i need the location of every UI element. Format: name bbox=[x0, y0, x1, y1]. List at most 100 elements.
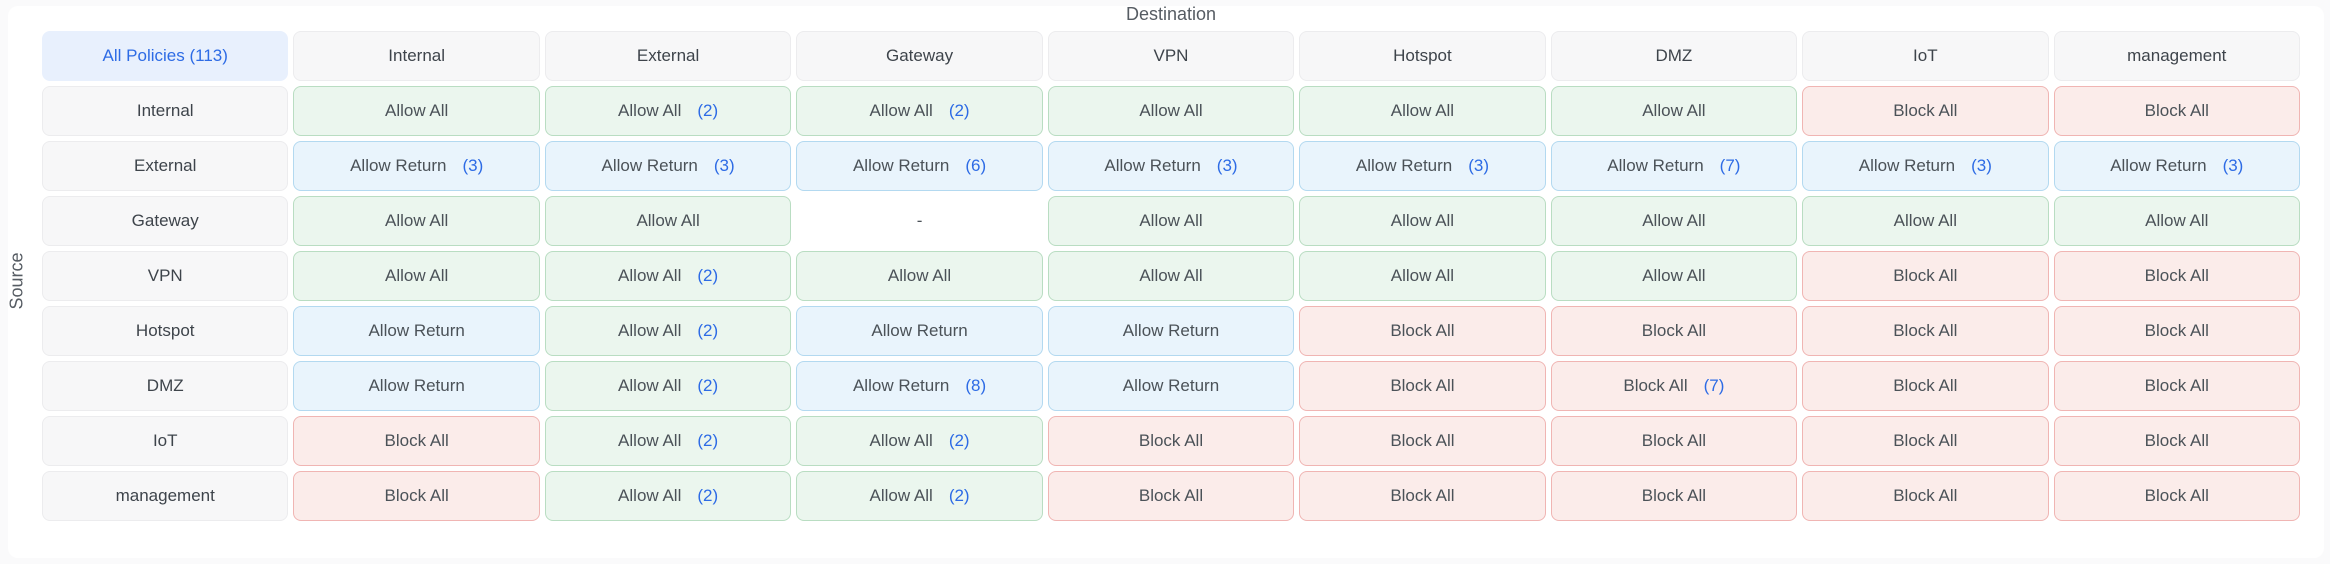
policy-cell-external-vpn[interactable]: Allow Return(3) bbox=[1047, 141, 1295, 191]
policy-cell-gateway-hotspot[interactable]: Allow All bbox=[1299, 196, 1546, 246]
policy-cell-external-external[interactable]: Allow Return(3) bbox=[544, 141, 792, 191]
row-header-iot[interactable]: IoT bbox=[42, 416, 289, 466]
row-header-internal[interactable]: Internal bbox=[42, 86, 289, 136]
policy-cell-management-internal[interactable]: Block All bbox=[293, 471, 540, 521]
policy-cell-dmz-iot[interactable]: Block All bbox=[1802, 361, 2049, 411]
policy-cell-iot-hotspot[interactable]: Block All bbox=[1299, 416, 1546, 466]
policy-cell-external-internal[interactable]: Allow Return(3) bbox=[293, 141, 540, 191]
policy-cell-management-gateway[interactable]: Allow All(2) bbox=[796, 471, 1043, 521]
policy-label: Allow Return bbox=[852, 156, 950, 175]
policy-label: Allow Return bbox=[368, 321, 465, 340]
policy-label: Allow Return bbox=[2110, 156, 2207, 175]
policy-count: (2) bbox=[697, 431, 719, 450]
column-header-iot[interactable]: IoT bbox=[1802, 31, 2049, 81]
policy-cell-hotspot-dmz[interactable]: Block All bbox=[1550, 306, 1798, 356]
policy-label: Block All bbox=[1893, 321, 1958, 340]
policy-cell-hotspot-internal[interactable]: Allow Return bbox=[293, 306, 540, 356]
policy-cell-hotspot-iot[interactable]: Block All bbox=[1802, 306, 2049, 356]
column-header-gateway[interactable]: Gateway bbox=[796, 31, 1043, 81]
policy-label: Allow All bbox=[618, 321, 682, 340]
policy-cell-dmz-external[interactable]: Allow All(2) bbox=[544, 361, 792, 411]
policy-cell-iot-vpn[interactable]: Block All bbox=[1047, 416, 1295, 466]
policy-label: Block All bbox=[2144, 431, 2209, 450]
policy-cell-hotspot-management[interactable]: Block All bbox=[2053, 306, 2300, 356]
policy-cell-management-external[interactable]: Allow All(2) bbox=[544, 471, 792, 521]
policy-cell-vpn-hotspot[interactable]: Allow All bbox=[1299, 251, 1546, 301]
policy-cell-dmz-hotspot[interactable]: Block All bbox=[1299, 361, 1546, 411]
policy-cell-vpn-internal[interactable]: Allow All bbox=[293, 251, 540, 301]
policy-cell-vpn-iot[interactable]: Block All bbox=[1802, 251, 2049, 301]
column-header-management[interactable]: management bbox=[2053, 31, 2300, 81]
policy-cell-hotspot-gateway[interactable]: Allow Return bbox=[796, 306, 1043, 356]
policy-cell-management-dmz[interactable]: Block All bbox=[1550, 471, 1798, 521]
policy-cell-vpn-external[interactable]: Allow All(2) bbox=[544, 251, 792, 301]
row-header-external[interactable]: External bbox=[42, 141, 289, 191]
all-policies-button[interactable]: All Policies (113) bbox=[42, 31, 289, 81]
policy-cell-external-hotspot[interactable]: Allow Return(3) bbox=[1299, 141, 1546, 191]
policy-count: (7) bbox=[1719, 156, 1741, 175]
policy-cell-gateway-internal[interactable]: Allow All bbox=[293, 196, 540, 246]
column-header-vpn[interactable]: VPN bbox=[1047, 31, 1295, 81]
policy-cell-gateway-dmz[interactable]: Allow All bbox=[1550, 196, 1798, 246]
policy-cell-internal-internal[interactable]: Allow All bbox=[293, 86, 540, 136]
policy-cell-iot-dmz[interactable]: Block All bbox=[1550, 416, 1798, 466]
policy-label: Allow All bbox=[887, 266, 952, 285]
policy-cell-external-iot[interactable]: Allow Return(3) bbox=[1802, 141, 2049, 191]
policy-cell-dmz-dmz[interactable]: Block All(7) bbox=[1550, 361, 1798, 411]
policy-cell-external-dmz[interactable]: Allow Return(7) bbox=[1550, 141, 1798, 191]
policy-cell-iot-gateway[interactable]: Allow All(2) bbox=[796, 416, 1043, 466]
row-header-vpn[interactable]: VPN bbox=[42, 251, 289, 301]
policy-cell-dmz-management[interactable]: Block All bbox=[2053, 361, 2300, 411]
policy-cell-hotspot-hotspot[interactable]: Block All bbox=[1299, 306, 1546, 356]
row-header-dmz[interactable]: DMZ bbox=[42, 361, 289, 411]
policy-label: Block All bbox=[2144, 321, 2209, 340]
policy-cell-internal-external[interactable]: Allow All(2) bbox=[544, 86, 792, 136]
policy-cell-management-vpn[interactable]: Block All bbox=[1047, 471, 1295, 521]
policy-label: Block All bbox=[2144, 486, 2209, 505]
column-header-internal[interactable]: Internal bbox=[293, 31, 540, 81]
policy-cell-internal-management[interactable]: Block All bbox=[2053, 86, 2300, 136]
policy-cell-management-iot[interactable]: Block All bbox=[1802, 471, 2049, 521]
policy-count: (2) bbox=[697, 101, 719, 120]
policy-cell-management-management[interactable]: Block All bbox=[2053, 471, 2300, 521]
policy-cell-vpn-management[interactable]: Block All bbox=[2053, 251, 2300, 301]
policy-cell-dmz-vpn[interactable]: Allow Return bbox=[1047, 361, 1295, 411]
policy-cell-internal-hotspot[interactable]: Allow All bbox=[1299, 86, 1546, 136]
policy-label: Block All bbox=[384, 486, 449, 505]
policy-cell-internal-gateway[interactable]: Allow All(2) bbox=[796, 86, 1043, 136]
policy-label: Block All bbox=[1390, 321, 1455, 340]
policy-label: Allow Return bbox=[1122, 321, 1220, 340]
policy-count: (2) bbox=[697, 321, 719, 340]
policy-cell-gateway-vpn[interactable]: Allow All bbox=[1047, 196, 1295, 246]
policy-cell-iot-internal[interactable]: Block All bbox=[293, 416, 540, 466]
column-header-hotspot[interactable]: Hotspot bbox=[1299, 31, 1546, 81]
policy-cell-hotspot-vpn[interactable]: Allow Return bbox=[1047, 306, 1295, 356]
policy-cell-internal-iot[interactable]: Block All bbox=[1802, 86, 2049, 136]
policy-label: Allow All bbox=[385, 266, 449, 285]
policy-cell-gateway-management[interactable]: Allow All bbox=[2053, 196, 2300, 246]
policy-cell-internal-dmz[interactable]: Allow All bbox=[1550, 86, 1798, 136]
policy-label: Allow All bbox=[1139, 211, 1203, 230]
column-header-dmz[interactable]: DMZ bbox=[1550, 31, 1798, 81]
policy-cell-management-hotspot[interactable]: Block All bbox=[1299, 471, 1546, 521]
policy-cell-dmz-internal[interactable]: Allow Return bbox=[293, 361, 540, 411]
column-header-external[interactable]: External bbox=[544, 31, 792, 81]
policy-cell-vpn-gateway[interactable]: Allow All bbox=[796, 251, 1043, 301]
policy-cell-gateway-iot[interactable]: Allow All bbox=[1802, 196, 2049, 246]
row-header-management[interactable]: management bbox=[42, 471, 289, 521]
policy-cell-iot-management[interactable]: Block All bbox=[2053, 416, 2300, 466]
policy-cell-dmz-gateway[interactable]: Allow Return(8) bbox=[796, 361, 1043, 411]
policy-cell-vpn-vpn[interactable]: Allow All bbox=[1047, 251, 1295, 301]
policy-cell-internal-vpn[interactable]: Allow All bbox=[1047, 86, 1295, 136]
policy-cell-hotspot-external[interactable]: Allow All (2) bbox=[544, 306, 792, 356]
row-header-hotspot[interactable]: Hotspot bbox=[42, 306, 289, 356]
policy-cell-external-management[interactable]: Allow Return(3) bbox=[2053, 141, 2300, 191]
policy-cell-gateway-external[interactable]: Allow All bbox=[544, 196, 792, 246]
policy-cell-external-gateway[interactable]: Allow Return(6) bbox=[796, 141, 1043, 191]
policy-cell-vpn-dmz[interactable]: Allow All bbox=[1550, 251, 1798, 301]
policy-cell-iot-iot[interactable]: Block All bbox=[1802, 416, 2049, 466]
policy-count: (3) bbox=[1971, 156, 1992, 175]
policy-cell-iot-external[interactable]: Allow All(2) bbox=[544, 416, 792, 466]
row-header-gateway[interactable]: Gateway bbox=[42, 196, 289, 246]
